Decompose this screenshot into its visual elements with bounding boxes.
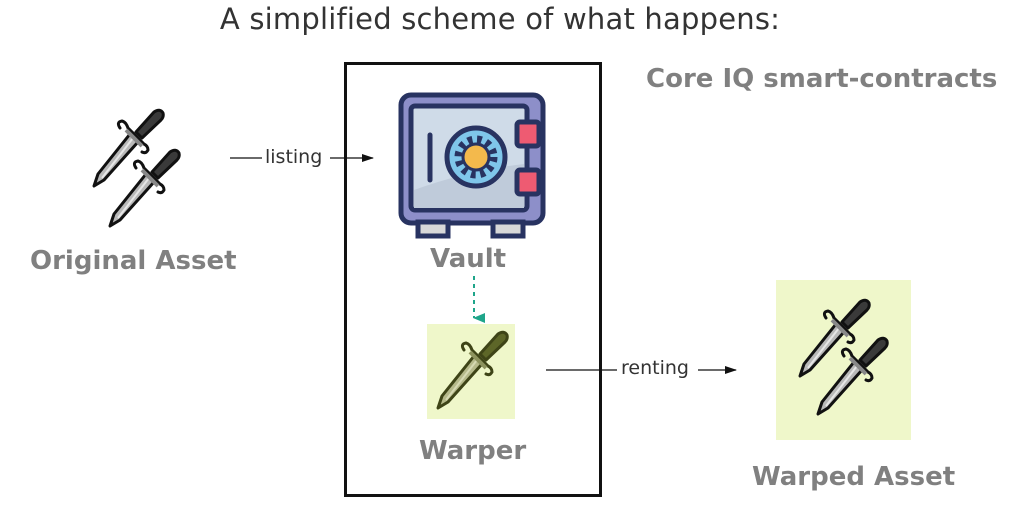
- original-asset-icon: [92, 108, 182, 228]
- warper-label: Warper: [419, 436, 527, 466]
- renting-edge-label: renting: [619, 357, 691, 379]
- diagram-title: A simplified scheme of what happens:: [219, 2, 781, 36]
- warper-dagger-icon: [436, 330, 510, 410]
- container-label: Core IQ smart-contracts: [646, 64, 998, 94]
- listing-edge-label: listing: [263, 146, 325, 168]
- warped-asset-icon: [798, 298, 890, 416]
- smart-contracts-container: [344, 62, 602, 497]
- vault-safe-icon: [398, 92, 546, 239]
- warped-asset-highlight: [776, 280, 911, 440]
- warped-asset-label: Warped Asset: [752, 462, 956, 492]
- original-asset-label: Original Asset: [30, 246, 237, 276]
- vault-label: Vault: [430, 244, 507, 274]
